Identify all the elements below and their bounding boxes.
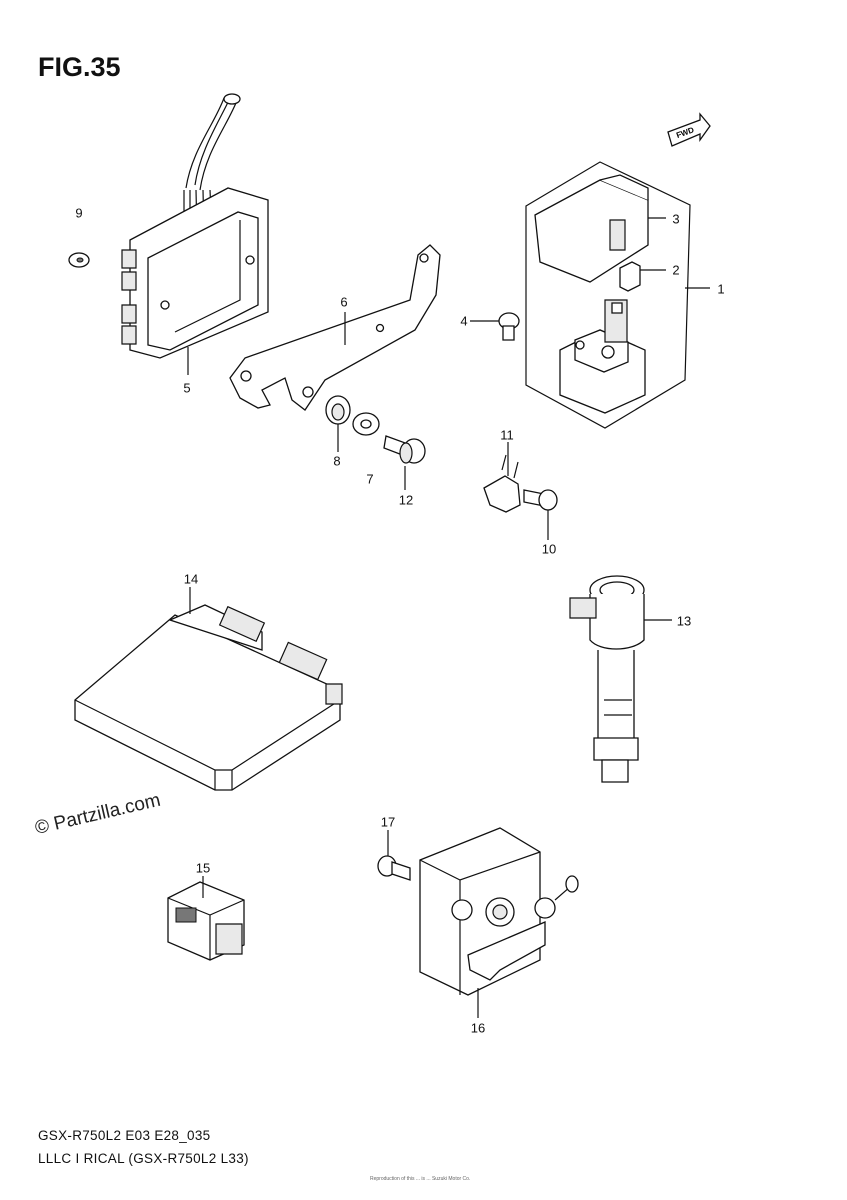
callout-14: 14 bbox=[183, 571, 199, 587]
callout-5: 5 bbox=[183, 380, 191, 396]
part-13-ignition-coil bbox=[570, 576, 644, 782]
callout-15: 15 bbox=[195, 860, 211, 876]
callout-13: 13 bbox=[676, 613, 692, 629]
part-17-bolt bbox=[378, 856, 410, 880]
part-5-regulator-rectifier bbox=[122, 94, 268, 358]
callout-3: 3 bbox=[672, 211, 680, 227]
part-15-relay bbox=[168, 882, 244, 960]
callout-10: 10 bbox=[541, 541, 557, 557]
part-6-bracket bbox=[230, 245, 440, 410]
callout-1: 1 bbox=[717, 281, 725, 297]
callout-17: 17 bbox=[380, 814, 396, 830]
callout-9: 9 bbox=[75, 205, 83, 221]
part-7-washer bbox=[353, 413, 379, 435]
part-9-nut bbox=[69, 253, 89, 267]
leader-lines bbox=[188, 218, 710, 1018]
callout-8: 8 bbox=[333, 453, 341, 469]
callout-11: 11 bbox=[500, 427, 514, 443]
callout-7: 7 bbox=[366, 471, 374, 487]
forward-arrow-icon: FWD bbox=[668, 114, 710, 146]
part-8-grommet bbox=[326, 396, 350, 424]
callout-16: 16 bbox=[470, 1020, 486, 1036]
part-12-bolt bbox=[384, 436, 425, 463]
part-14-ecm bbox=[75, 605, 342, 790]
callout-4: 4 bbox=[460, 313, 468, 329]
part-4-bolt bbox=[499, 313, 519, 340]
callout-6: 6 bbox=[340, 294, 348, 310]
part-1-starter-relay-assembly bbox=[526, 162, 690, 428]
footer-section-title: LLLC I RICAL (GSX-R750L2 L33) bbox=[38, 1151, 249, 1166]
callout-2: 2 bbox=[672, 262, 680, 278]
part-11-clamp bbox=[484, 455, 520, 512]
footer-model-code: GSX-R750L2 E03 E28_035 bbox=[38, 1128, 211, 1143]
part-10-bolt bbox=[524, 490, 557, 510]
figure-title: FIG.35 bbox=[38, 52, 121, 82]
footer-small-print: Reproduction of this ... is ... Suzuki M… bbox=[370, 1176, 471, 1182]
part-16-actuator bbox=[420, 828, 578, 995]
callout-12: 12 bbox=[398, 492, 414, 508]
